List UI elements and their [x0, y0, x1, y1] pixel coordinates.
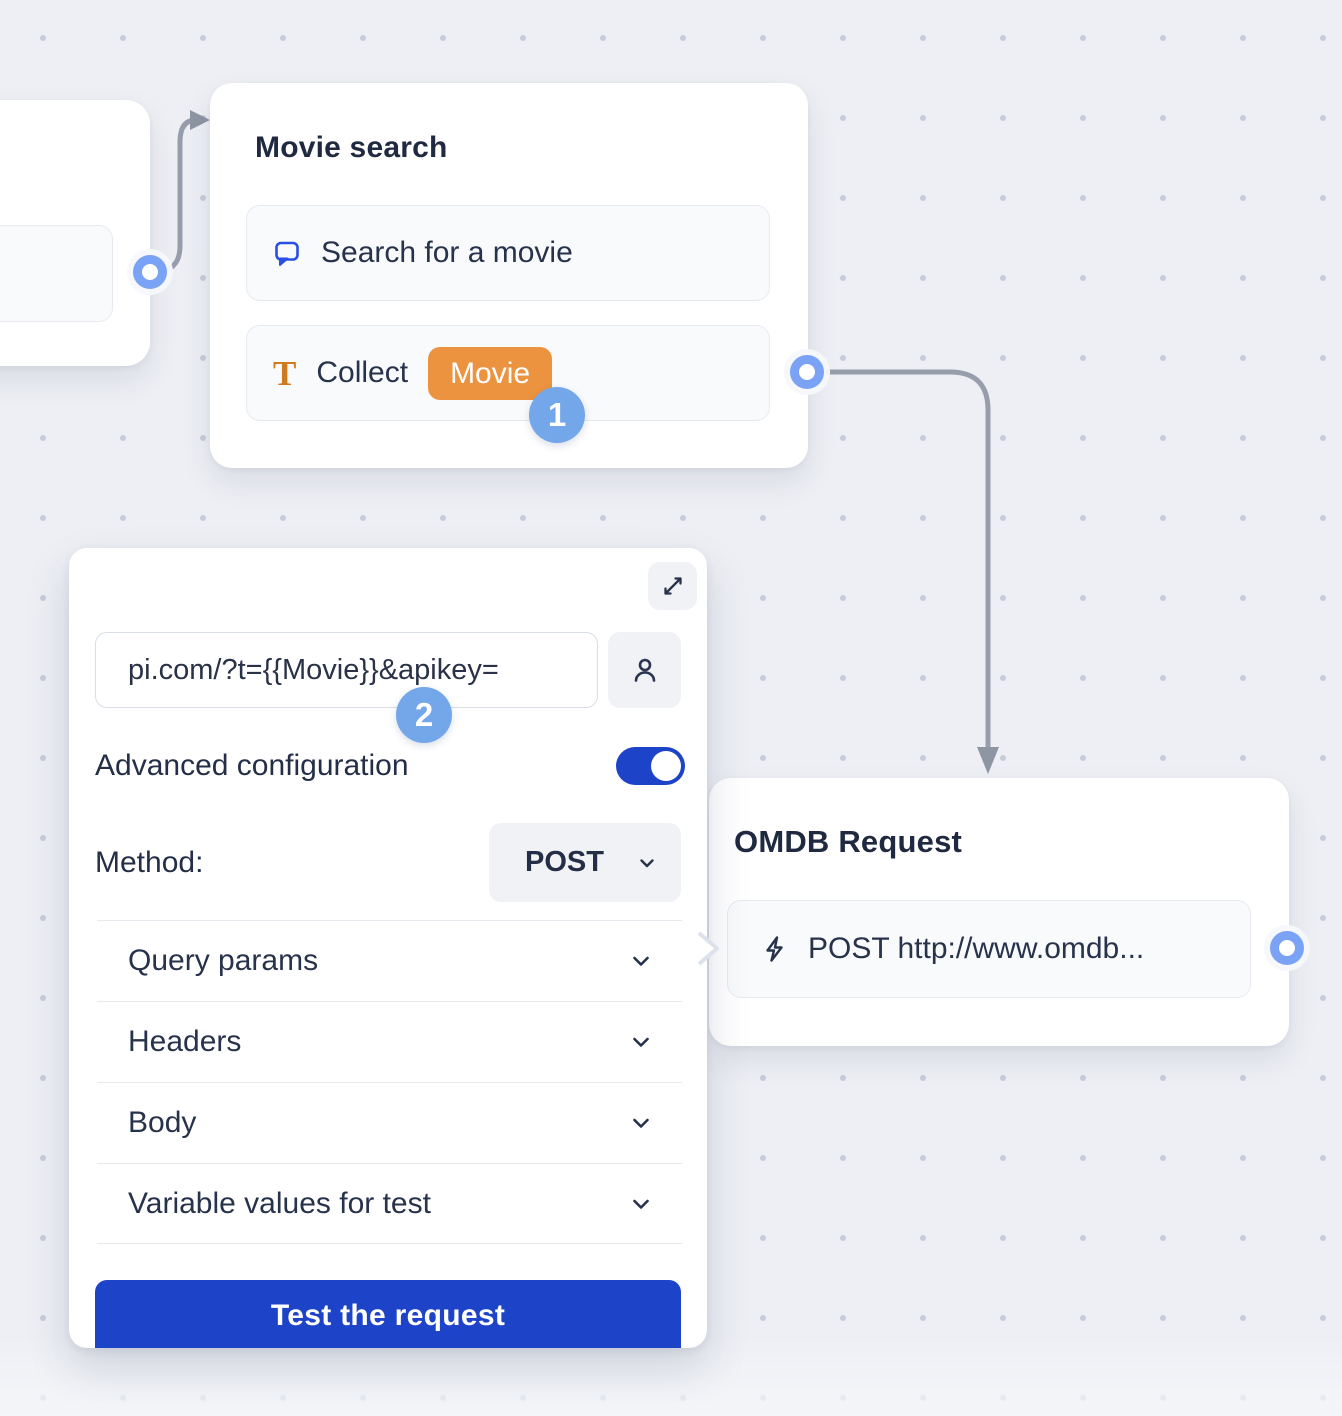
section-headers[interactable]: Headers [97, 1001, 682, 1082]
chat-bubble-icon [273, 239, 301, 267]
step-badge-2: 2 [396, 687, 452, 743]
webhook-block-text: POST http://www.omdb... [808, 932, 1144, 966]
collect-block-row[interactable]: T Collect Movie [246, 325, 770, 421]
step-badge-1: 1 [529, 387, 585, 443]
chevron-down-icon [627, 1109, 655, 1137]
movie-search-output-port[interactable] [790, 355, 824, 389]
method-row: Method: POST [95, 823, 681, 902]
arrowhead-into-omdb-node [977, 747, 999, 774]
url-input[interactable] [95, 632, 598, 708]
chevron-down-icon [627, 1028, 655, 1056]
collapsible-sections: Query params Headers Body Variable value… [97, 920, 682, 1244]
connector-start-to-movie [150, 120, 196, 272]
section-label: Query params [128, 944, 318, 978]
method-label: Method: [95, 846, 203, 880]
method-dropdown[interactable]: POST [489, 823, 681, 902]
lightning-icon [760, 934, 790, 964]
section-label: Body [128, 1106, 196, 1140]
section-variable-values[interactable]: Variable values for test [97, 1163, 682, 1244]
chevron-down-icon [635, 851, 659, 875]
start-node-card[interactable] [0, 100, 150, 366]
question-block-text: Search for a movie [321, 236, 573, 270]
variable-chip-movie: Movie [428, 347, 552, 400]
section-query-params[interactable]: Query params [97, 920, 682, 1001]
advanced-configuration-toggle[interactable] [616, 747, 685, 785]
question-block-row[interactable]: Search for a movie [246, 205, 770, 301]
connector-movie-to-omdb [808, 372, 988, 748]
webhook-config-panel: Advanced configuration Method: POST Quer… [69, 548, 707, 1348]
advanced-configuration-label: Advanced configuration [95, 749, 409, 783]
omdb-request-title: OMDB Request [734, 824, 962, 860]
movie-search-title: Movie search [255, 131, 448, 165]
expand-icon [660, 573, 686, 599]
chevron-down-icon [627, 1190, 655, 1218]
insert-variable-button[interactable] [608, 632, 681, 708]
person-icon [629, 654, 661, 686]
advanced-configuration-row: Advanced configuration [95, 745, 685, 787]
section-label: Variable values for test [128, 1187, 431, 1221]
movie-search-node[interactable]: Movie search Search for a movie T Collec… [210, 83, 808, 468]
start-node-output-port[interactable] [133, 255, 167, 289]
omdb-request-node[interactable]: OMDB Request POST http://www.omdb... [709, 778, 1289, 1046]
webhook-block-row[interactable]: POST http://www.omdb... [727, 900, 1251, 998]
omdb-request-output-port[interactable] [1270, 931, 1304, 965]
test-request-button[interactable]: Test the request [95, 1280, 681, 1348]
method-selected-value: POST [525, 846, 604, 879]
text-variable-icon: T [273, 356, 296, 391]
section-label: Headers [128, 1025, 241, 1059]
chevron-down-icon [627, 947, 655, 975]
toggle-knob [651, 751, 681, 781]
arrowhead-into-movie-node [190, 110, 210, 130]
expand-panel-button[interactable] [648, 562, 697, 610]
collect-block-text: Collect [316, 356, 408, 390]
start-node-row[interactable] [0, 225, 113, 322]
canvas-bottom-fade [0, 1336, 1342, 1416]
section-body[interactable]: Body [97, 1082, 682, 1163]
